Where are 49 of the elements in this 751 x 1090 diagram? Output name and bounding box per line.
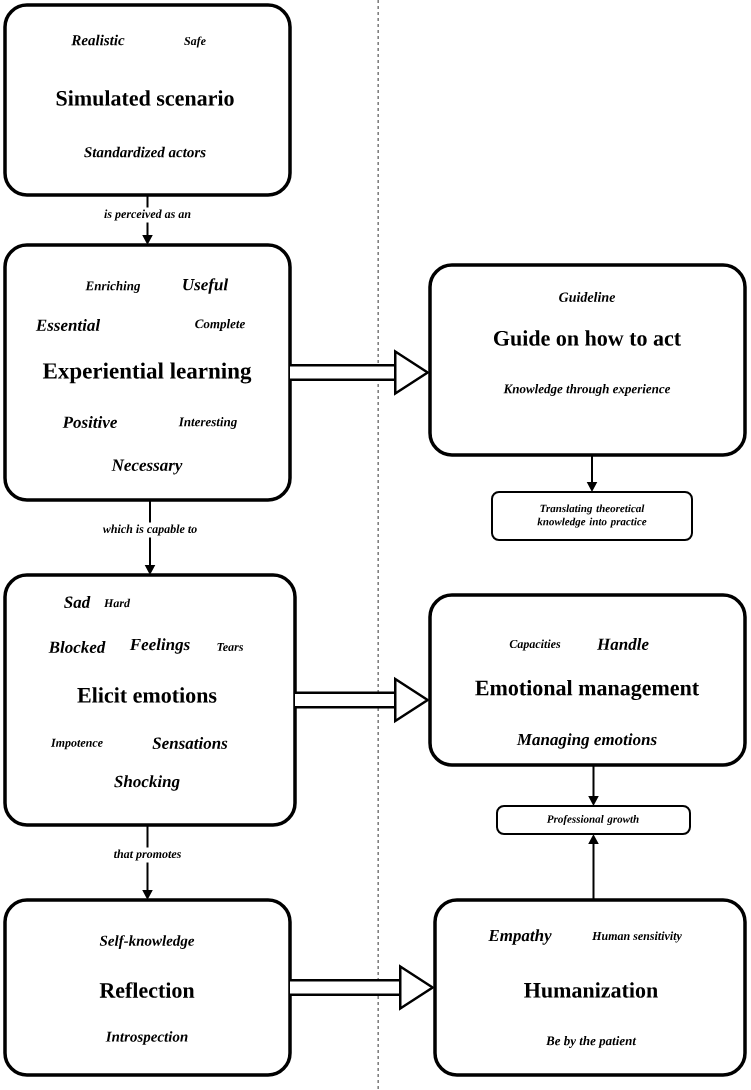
box-title: Emotional management [475,679,700,701]
keyword-text: Enriching [85,281,141,293]
rounded-box [3,3,292,197]
rounded-box [3,243,292,502]
edge-label: that promotes [111,847,184,863]
keyword-text: Complete [195,319,245,331]
keyword-text: Feelings [129,638,190,654]
keyword-text: Interesting [178,417,237,429]
box-text: Translating theoretical knowledge into practice [537,504,647,528]
box-text: Professional growth [546,814,639,826]
rounded-box [3,573,297,827]
keyword-text: Realistic [71,34,125,46]
keyword-text: Hard [103,598,131,608]
keyword-text: Self-knowledge [99,935,195,949]
label-box [491,491,693,541]
keyword-text: Introspection [105,1031,188,1045]
keyword-text: Necessary [111,459,183,475]
keyword-text: Standardized actors [84,146,206,158]
keyword-text: Shocking [114,775,180,791]
box-title: Elicit emotions [77,687,217,703]
label-box [496,805,691,835]
rounded-box [3,898,292,1077]
rounded-box [428,593,747,767]
keyword-text: Handle [596,638,649,650]
box-title: Humanization [524,982,658,998]
keyword-text: Positive [62,416,117,428]
keyword-text: Tears [217,643,244,651]
keyword-text: Impotence [50,738,103,750]
rounded-box [433,898,747,1077]
keyword-text: Safe [184,36,206,48]
box-title: Experiential learning [42,362,252,384]
keyword-text: Human sensitivity [592,931,682,943]
keyword-text: Useful [183,278,229,294]
keyword-text: Guideline [559,292,616,302]
box-title: Guide on how to act [493,330,681,346]
box-title: Simulated scenario [56,90,234,106]
keyword-text: Be by the patient [545,1036,637,1048]
keyword-text: Knowledge through experience [503,384,671,396]
edge-label: is perceived as an [102,207,193,223]
keyword-text: Essential [35,319,101,331]
keyword-text: Capacities [509,639,561,651]
keyword-text: Managing emotions [516,733,657,749]
box-title: Reflection [99,982,195,998]
rounded-box [428,263,747,457]
keyword-text: Sensations [152,737,228,749]
keyword-text: Sad [64,596,91,608]
keyword-text: Empathy [488,929,552,945]
keyword-text: Blocked [48,641,106,653]
edge-label: which is capable to [100,522,200,538]
